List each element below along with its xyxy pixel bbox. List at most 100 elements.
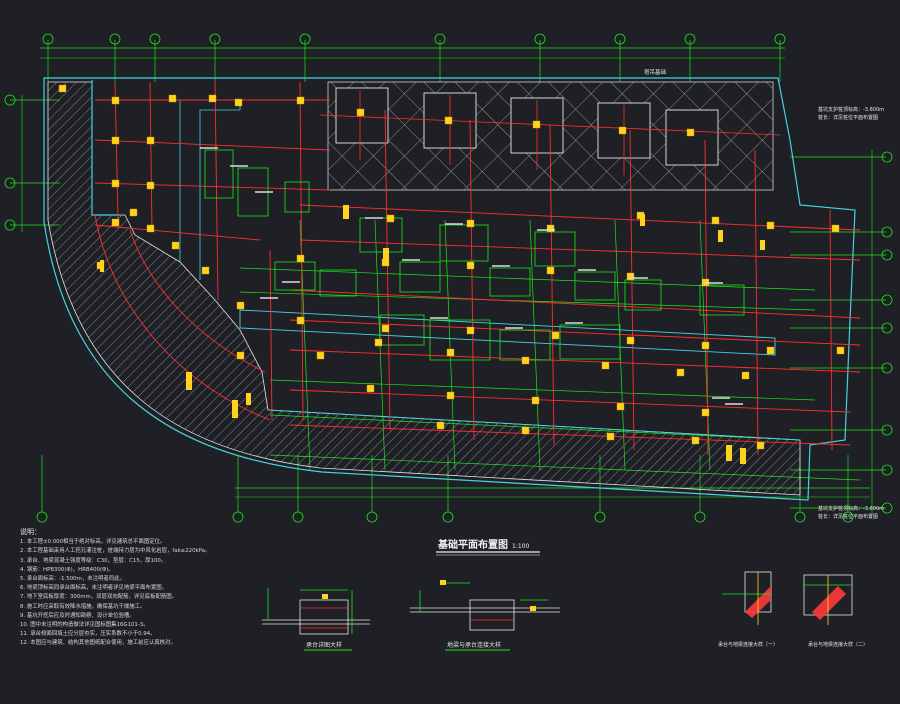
pile-cap — [466, 261, 475, 270]
cyan-building-outline — [43, 77, 856, 501]
note-item: 2. 本工程基础采用人工挖孔灌注桩，桩端持力层为中风化岩层，fak≥220kPa… — [20, 548, 211, 555]
pile-cap — [296, 254, 305, 263]
pile-cap — [146, 136, 155, 145]
axis-bubble-right — [881, 226, 893, 238]
beam-line — [704, 139, 709, 456]
pile-cap-bay — [359, 217, 403, 253]
beam-line — [269, 249, 273, 421]
axis-bubble-bottom — [442, 511, 454, 523]
hatched-perimeter-wall — [47, 81, 801, 496]
beam-line — [94, 182, 331, 191]
pile-cap-bay — [574, 271, 616, 301]
pile-cap — [201, 266, 210, 275]
right-top-note-1: 基坑支护桩顶标高：-3.800m — [818, 106, 884, 113]
pile-cap — [386, 214, 395, 223]
axis-bubble-top — [109, 33, 121, 45]
beam-line — [94, 224, 261, 241]
detail4-caption: 承台与地梁连接大样（二） — [808, 641, 868, 648]
pile-cap — [296, 316, 305, 325]
note-item: 11. 承台侧面回填土应分层夯实，压实系数不小于0.94。 — [20, 631, 156, 638]
pile-cap — [466, 326, 475, 335]
grid-line — [269, 379, 816, 401]
axis-bubble-bottom — [36, 511, 48, 523]
pile-cap — [374, 338, 383, 347]
beam-line — [289, 319, 861, 346]
drawing-labels: 塔吊基础 基坑支护桩顶标高：-3.800m 桩长：详见桩位平面布置图 基坑支护桩… — [644, 68, 884, 520]
pile-cap — [836, 346, 845, 355]
main-title: 基础平面布置图 — [437, 538, 508, 551]
pile-cap — [546, 266, 555, 275]
beam-line — [299, 239, 861, 261]
wall-mark — [232, 400, 238, 418]
axis-bubble-bottom — [842, 511, 854, 523]
beam-line — [754, 149, 759, 456]
detail-corner-connection-1: 承台与地梁连接大样（一） — [718, 571, 778, 648]
axis-bubble-top — [774, 33, 786, 45]
pile-cap — [168, 94, 177, 103]
beam-line — [384, 109, 391, 431]
main-scale: 1:100 — [512, 543, 529, 550]
beam-line — [549, 124, 555, 446]
pile-cap-tall — [246, 393, 251, 405]
pile-cap — [551, 331, 560, 340]
detail1-title: 承台详图大样 — [306, 641, 342, 649]
pile-cap-bay — [319, 269, 357, 297]
grid-line — [239, 267, 816, 291]
pile-cap-bay — [699, 284, 745, 316]
wall-mark — [726, 445, 732, 461]
beam-line — [469, 119, 475, 441]
pile-cap — [208, 94, 217, 103]
axis-bubble-top — [614, 33, 626, 45]
axis-bubble-left — [4, 177, 16, 189]
pile-cap — [436, 421, 445, 430]
beam-line — [289, 389, 851, 413]
pile-cap — [466, 219, 475, 228]
pile-cap — [111, 179, 120, 188]
pile-cap-bay — [399, 261, 441, 293]
axis-bubble-right — [881, 249, 893, 261]
note-item: 12. 本图应与建筑、结构其他图纸配合使用，施工前应认真核对。 — [20, 640, 176, 647]
detail3-caption: 承台与地梁连接大样（一） — [718, 641, 778, 648]
pile-cap — [606, 432, 615, 441]
pile-cap — [701, 408, 710, 417]
axis-bubble-top — [434, 33, 446, 45]
detail2-title: 地梁与承台连接大样 — [447, 641, 501, 649]
pile-cap — [236, 351, 245, 360]
pile-cap-bay — [624, 279, 662, 311]
pile-cap — [444, 116, 453, 125]
pile-cap — [521, 426, 530, 435]
pile-cap — [111, 96, 120, 105]
axis-bubble-top — [299, 33, 311, 45]
wall-mark — [186, 372, 192, 390]
beam-line — [94, 139, 331, 151]
axis-bubble-right — [881, 294, 893, 306]
pile-cap — [381, 258, 390, 267]
beam-line — [299, 81, 304, 421]
crane-beam-line — [319, 114, 781, 136]
note-item: 3. 承台、地梁混凝土强度等级：C30，垫层：C15，厚100。 — [20, 557, 167, 564]
pile-cap — [701, 341, 710, 350]
beam-line — [289, 349, 861, 373]
note-item: 4. 钢筋：HPB300(Φ)，HRB400(Φ)。 — [20, 566, 114, 573]
beam-line — [289, 424, 851, 446]
axis-bubble-bottom — [366, 511, 378, 523]
pile-cap — [741, 371, 750, 380]
pile-cap — [171, 241, 180, 250]
beam-line — [214, 81, 219, 301]
beam-line — [289, 289, 861, 319]
axis-bubble-top — [684, 33, 696, 45]
beam-line — [629, 129, 635, 451]
grid-line — [239, 291, 816, 311]
pile-cap — [366, 384, 375, 393]
pile-cap-bay — [274, 261, 316, 291]
dimension-annotations — [200, 147, 743, 405]
pile-cap-bay — [489, 267, 531, 297]
note-item: 9. 基坑开挖后应及时通知勘察、设计单位验槽。 — [20, 612, 135, 619]
pile-cap — [111, 136, 120, 145]
right-top-note-2: 桩长：详见桩位平面布置图 — [818, 114, 878, 121]
pile-cap — [531, 396, 540, 405]
pile-cap-tall — [718, 230, 723, 242]
detail-beam-cap-connection: 地梁与承台连接大样 — [410, 580, 560, 651]
